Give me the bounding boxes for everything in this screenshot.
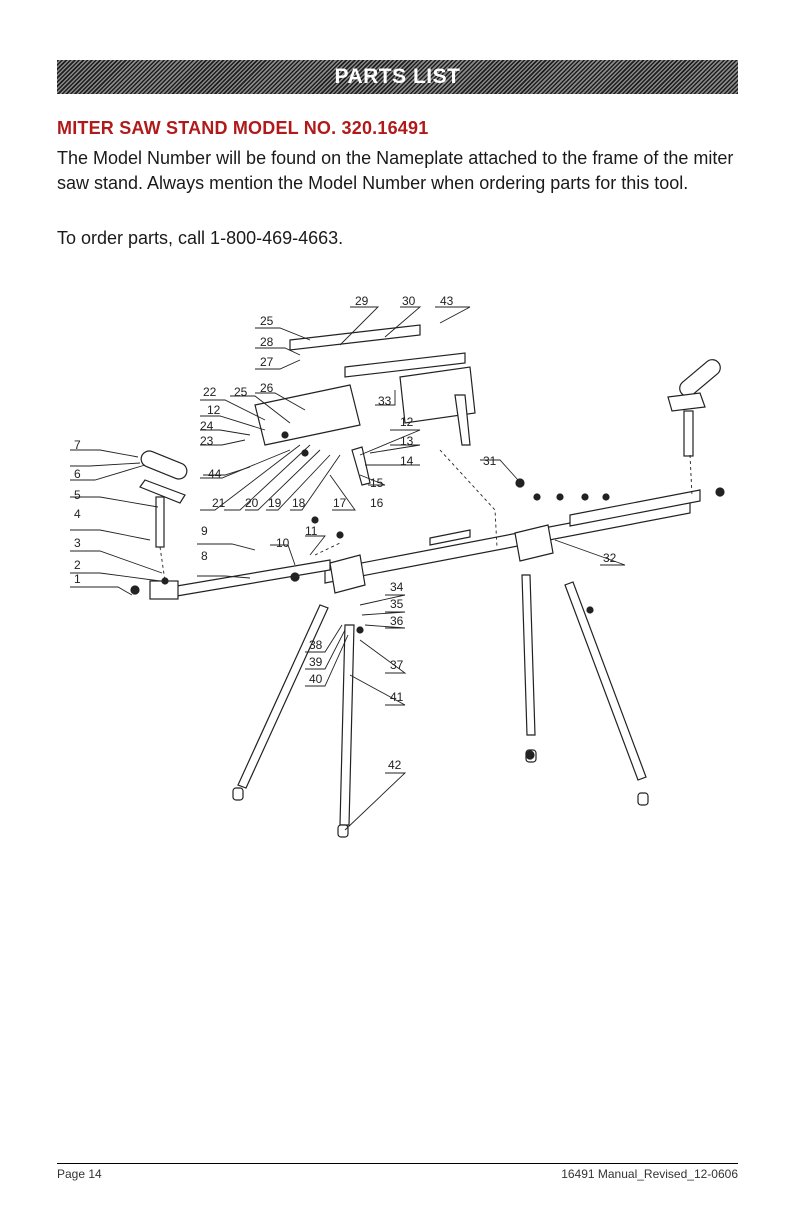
callout-12b: 12 [400, 415, 414, 429]
callout-41: 41 [390, 690, 404, 704]
center-mount [329, 554, 366, 594]
center-beam-seam [429, 529, 471, 546]
leg-back-left [521, 574, 536, 736]
foot-2 [337, 824, 349, 838]
callout-6: 6 [74, 467, 81, 481]
callout-27: 27 [260, 355, 274, 369]
right-roller-bracket [667, 392, 706, 412]
leg-back-right [564, 581, 647, 781]
callout-21: 21 [212, 496, 226, 510]
assembly-line-4 [314, 542, 341, 556]
right-extension-tube [569, 489, 701, 527]
left-clamp-body [254, 384, 361, 446]
callout-25a: 25 [260, 314, 274, 328]
callout-25b: 25 [234, 385, 248, 399]
upper-rail-front [344, 352, 466, 378]
callout-19: 19 [268, 496, 282, 510]
document-id: 16491 Manual_Revised_12-0606 [561, 1167, 738, 1181]
callout-42: 42 [388, 758, 402, 772]
right-roller-post [683, 410, 694, 457]
right-clamp-body [399, 366, 476, 424]
callout-39: 39 [309, 655, 323, 669]
callout-37: 37 [390, 658, 404, 672]
callout-18: 18 [292, 496, 306, 510]
callout-17: 17 [333, 496, 347, 510]
callout-13: 13 [400, 434, 414, 448]
callout-1: 1 [74, 572, 81, 586]
callout-11: 11 [305, 524, 318, 538]
callout-44: 44 [208, 467, 222, 481]
callout-4: 4 [74, 507, 81, 521]
callout-35: 35 [390, 597, 404, 611]
callout-38: 38 [309, 638, 323, 652]
callout-5: 5 [74, 488, 81, 502]
callout-32: 32 [603, 551, 617, 565]
callout-2: 2 [74, 558, 81, 572]
assembly-line-2 [689, 454, 693, 496]
callout-3: 3 [74, 536, 81, 550]
right-roller [679, 359, 721, 397]
exploded-parts-diagram: 1 2 3 4 5 6 7 8 9 10 11 12 12 13 14 15 1… [70, 294, 725, 838]
left-roller-post [155, 496, 165, 548]
callout-20: 20 [245, 496, 259, 510]
order-phone-line: To order parts, call 1-800-469-4663. [57, 228, 344, 248]
foot-1 [232, 787, 244, 801]
callout-8: 8 [201, 549, 208, 563]
intro-paragraph: The Model Number will be found on the Na… [57, 148, 734, 193]
left-clamp-lever [351, 446, 371, 486]
model-heading: MITER SAW STAND MODEL NO. 320.16491 [57, 118, 429, 138]
callout-9: 9 [201, 524, 208, 538]
callout-43: 43 [440, 294, 454, 308]
left-roller-bracket [139, 479, 186, 504]
callout-33: 33 [378, 394, 392, 408]
right-mount [514, 524, 554, 562]
leg-front-left [237, 604, 329, 789]
callout-26: 26 [260, 381, 274, 395]
callout-29: 29 [355, 294, 369, 308]
callout-7: 7 [74, 438, 81, 452]
right-clamp-lever [454, 394, 471, 446]
leg-front-center [339, 624, 355, 826]
left-roller [140, 450, 188, 480]
callout-36: 36 [390, 614, 404, 628]
banner-title: PARTS LIST [334, 65, 461, 88]
section-banner: PARTS LIST [57, 60, 738, 94]
callout-10: 10 [276, 536, 290, 550]
callout-22: 22 [203, 385, 217, 399]
callout-15: 15 [370, 476, 384, 490]
page-number: Page 14 [57, 1167, 102, 1181]
left-extension-tube [164, 559, 331, 599]
callout-16: 16 [370, 496, 384, 510]
foot-4 [637, 792, 649, 806]
callout-40: 40 [309, 672, 323, 686]
upper-rail-back [289, 324, 421, 351]
assembly-line-3 [159, 546, 166, 582]
callout-28: 28 [260, 335, 274, 349]
callout-12a: 12 [207, 403, 221, 417]
callout-14: 14 [400, 454, 414, 468]
callout-24: 24 [200, 419, 214, 433]
footer-divider [57, 1163, 738, 1164]
callout-23: 23 [200, 434, 214, 448]
callout-30: 30 [402, 294, 416, 308]
callout-31: 31 [483, 454, 497, 468]
callout-34: 34 [390, 580, 404, 594]
